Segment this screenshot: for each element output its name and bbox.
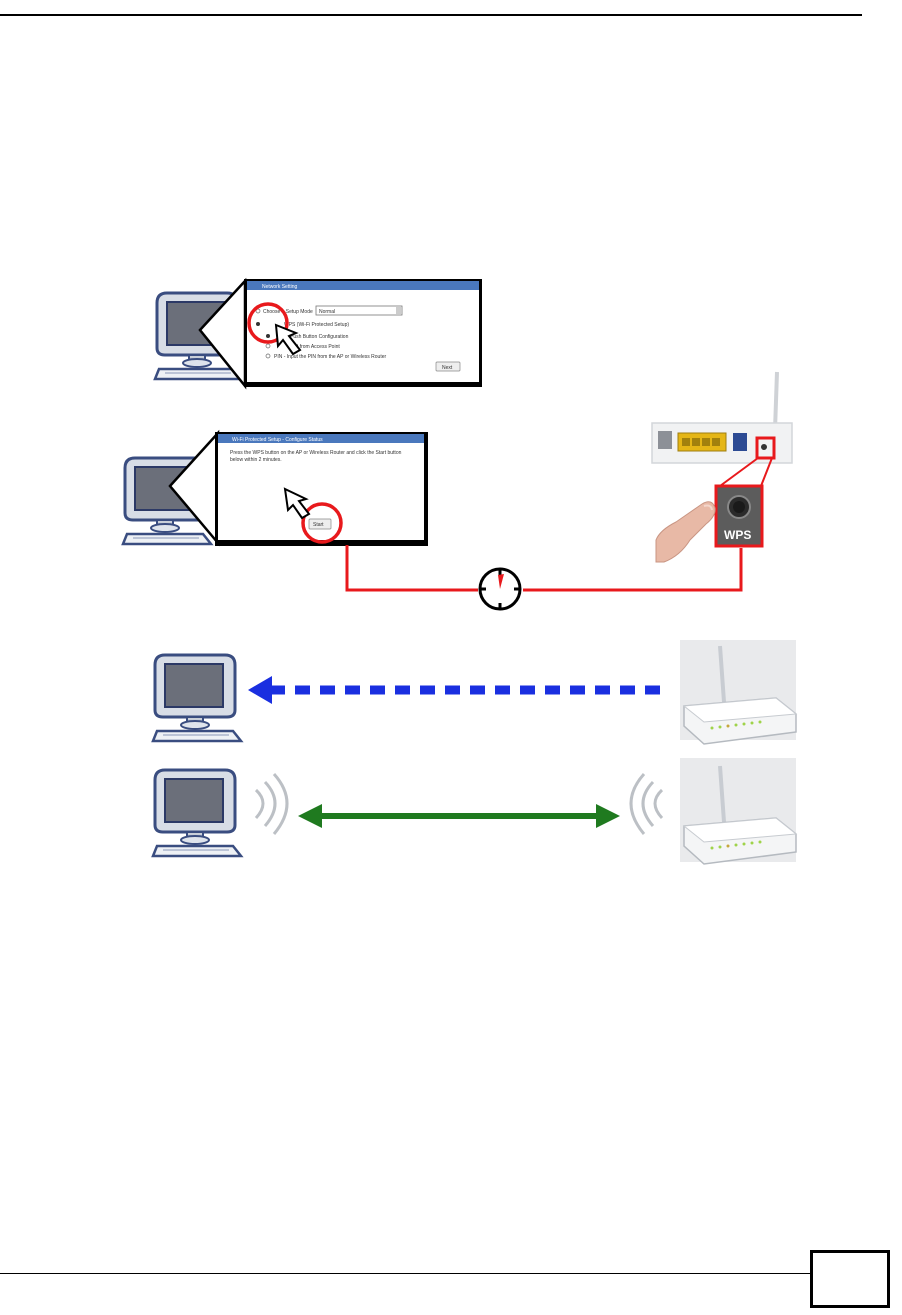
router-icon [680,640,798,746]
setup-mode-screenshot: Network Setting Choose a Setup Mode Norm… [244,279,482,387]
cursor-arrow-icon [283,487,311,520]
wireless-connection-arrow [298,804,620,828]
computer-icon [151,653,243,743]
shot1-option2b: PIN from Access Point [290,344,340,350]
shot1-button: Next [442,365,453,371]
router-icon [680,758,798,866]
shot2-instruction: Press the WPS button on the AP or Wirele… [230,450,402,463]
shot1-option2a: Push Button Configuration [290,334,349,340]
highlight-circle [301,502,343,544]
wps-button-label: WPS [724,528,751,542]
timer-icon [478,567,522,611]
shot2-title: Wi-Fi Protected Setup - Configure Status [232,437,323,443]
footer-rule [0,1273,810,1274]
shot1-select: Normal [319,309,335,315]
shot1-option2: WPS (Wi-Fi Protected Setup) [284,322,349,328]
computer-icon [151,768,243,858]
shot1-option1: Choose a Setup Mode [263,309,313,315]
finger-press-icon [655,501,716,563]
page-number-box [810,1250,890,1308]
cursor-arrow-icon [274,323,302,356]
wps-button-zoom: WPS [714,484,764,548]
wifi-signal-icon [629,772,664,835]
start-screen-screenshot: Wi-Fi Protected Setup - Configure Status… [215,432,428,546]
router-back-panel [651,371,793,487]
shot2-button: Start [313,522,324,528]
header-rule [0,14,862,16]
highlight-circle [247,302,289,344]
shot1-option3: PIN - Input the PIN from the AP or Wirel… [274,354,387,360]
time-window-connector [345,545,743,592]
wifi-signal-icon [254,772,289,835]
config-transfer-arrow [248,676,668,704]
shot1-title: Network Setting [262,284,298,290]
